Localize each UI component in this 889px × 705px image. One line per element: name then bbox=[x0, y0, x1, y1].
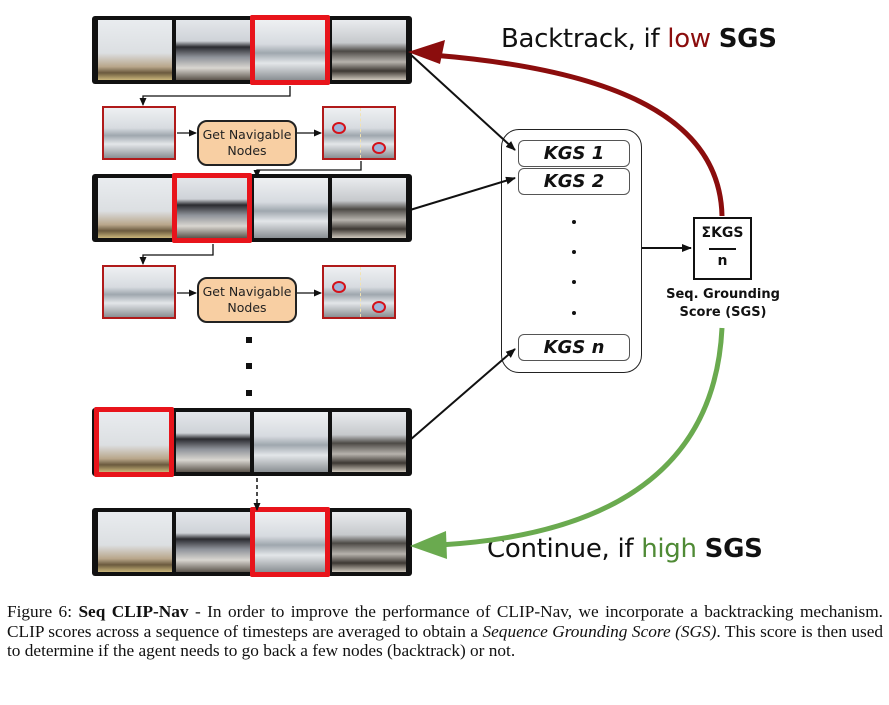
sequence-ellipsis-dot bbox=[246, 390, 252, 396]
panorama-view-image bbox=[332, 412, 406, 472]
panorama-view-image bbox=[98, 412, 172, 472]
figure-caption: Figure 6: Seq CLIP-Nav - In order to imp… bbox=[7, 602, 883, 661]
panorama-view-image bbox=[332, 178, 406, 238]
strip-n-to-kgs-n-arrow bbox=[409, 348, 516, 441]
strip-1-to-kgs-1-arrow bbox=[409, 53, 516, 151]
kgs-ellipsis-dot bbox=[572, 280, 576, 284]
continue-level: high bbox=[641, 534, 697, 564]
backtrack-level: low bbox=[667, 24, 711, 54]
panorama-view-image bbox=[176, 512, 250, 572]
strip-to-view-arrow bbox=[139, 86, 291, 106]
navigable-node-marker bbox=[372, 142, 386, 154]
navigable-nodes-thumbnail bbox=[322, 265, 396, 319]
navigable-nodes-thumbnail bbox=[322, 106, 396, 160]
backtrack-metric: SGS bbox=[718, 24, 777, 54]
sgs-caption: Seq. Grounding Score (SGS) bbox=[655, 286, 791, 322]
caption-text-2: . This score is then used to determine i… bbox=[7, 621, 884, 661]
continue-label: Continue, if high SGS bbox=[487, 534, 763, 564]
selected-view-highlight bbox=[250, 15, 330, 85]
sgs-formula-box: ΣKGS n bbox=[693, 217, 752, 280]
current-view-thumbnail bbox=[102, 106, 176, 160]
panorama-view-image bbox=[254, 178, 328, 238]
panorama-view-image bbox=[254, 20, 328, 80]
view-split-line bbox=[360, 108, 361, 158]
kgs-container bbox=[501, 129, 642, 373]
continue-arrow bbox=[439, 327, 725, 548]
seq-clip-nav-diagram bbox=[92, 15, 725, 577]
panorama-view-image bbox=[98, 178, 172, 238]
navigable-node-marker bbox=[332, 281, 346, 293]
kgs-ellipsis-dot bbox=[572, 311, 576, 315]
selected-view-highlight bbox=[172, 173, 252, 243]
sgs-numerator: ΣKGS bbox=[701, 225, 744, 241]
sgs-caption-line-2: Score (SGS) bbox=[679, 305, 767, 320]
sequence-ellipsis-dot bbox=[246, 337, 252, 343]
backtrack-label: Backtrack, if low SGS bbox=[501, 24, 777, 54]
sequence-ellipsis-dot bbox=[246, 363, 252, 369]
kgs-ellipsis-dot bbox=[572, 220, 576, 224]
view-split-line bbox=[360, 267, 361, 317]
panorama-view-image bbox=[254, 512, 328, 572]
sgs-caption-line-1: Seq. Grounding bbox=[666, 287, 780, 302]
continue-arrowhead bbox=[410, 531, 447, 559]
backtrack-arrow bbox=[431, 52, 725, 217]
strip-to-view-arrow bbox=[139, 244, 214, 265]
backtrack-prefix: Backtrack, if bbox=[501, 24, 668, 54]
panorama-view-image bbox=[254, 412, 328, 472]
navigable-node-marker bbox=[372, 301, 386, 313]
nodes-to-strip-arrow bbox=[253, 161, 362, 178]
panorama-view-image bbox=[176, 412, 250, 472]
panorama-view-image bbox=[176, 178, 250, 238]
panorama-view-image bbox=[98, 512, 172, 572]
continue-metric: SGS bbox=[704, 534, 763, 564]
get-navigable-nodes-box-2: Get Navigable Nodes bbox=[197, 277, 297, 323]
caption-text-1: - In order to improve the performance of… bbox=[7, 602, 883, 641]
get-navigable-nodes-box-1: Get Navigable Nodes bbox=[197, 120, 297, 166]
panorama-view-image bbox=[98, 20, 172, 80]
sgs-denominator: n bbox=[717, 253, 728, 269]
fraction-bar bbox=[709, 248, 736, 250]
navigable-node-marker bbox=[332, 122, 346, 134]
panorama-view-image bbox=[332, 20, 406, 80]
panorama-view-image bbox=[332, 512, 406, 572]
kgs-ellipsis-dot bbox=[572, 250, 576, 254]
arrows-layer bbox=[139, 40, 725, 559]
kgs-cell-n: KGS n bbox=[518, 334, 630, 361]
caption-title: Seq CLIP-Nav bbox=[78, 602, 189, 621]
strip-2-to-kgs-2-arrow bbox=[409, 176, 516, 211]
caption-italic: Sequence Grounding Score (SGS) bbox=[482, 621, 717, 641]
panorama-view-image bbox=[176, 20, 250, 80]
kgs-cell-1: KGS 1 bbox=[518, 140, 630, 167]
caption-label: Figure 6: bbox=[7, 602, 72, 621]
selected-view-highlight bbox=[250, 507, 330, 577]
backtrack-arrowhead bbox=[408, 40, 445, 64]
current-view-thumbnail bbox=[102, 265, 176, 319]
selected-view-highlight bbox=[94, 407, 174, 477]
kgs-cell-2: KGS 2 bbox=[518, 168, 630, 195]
